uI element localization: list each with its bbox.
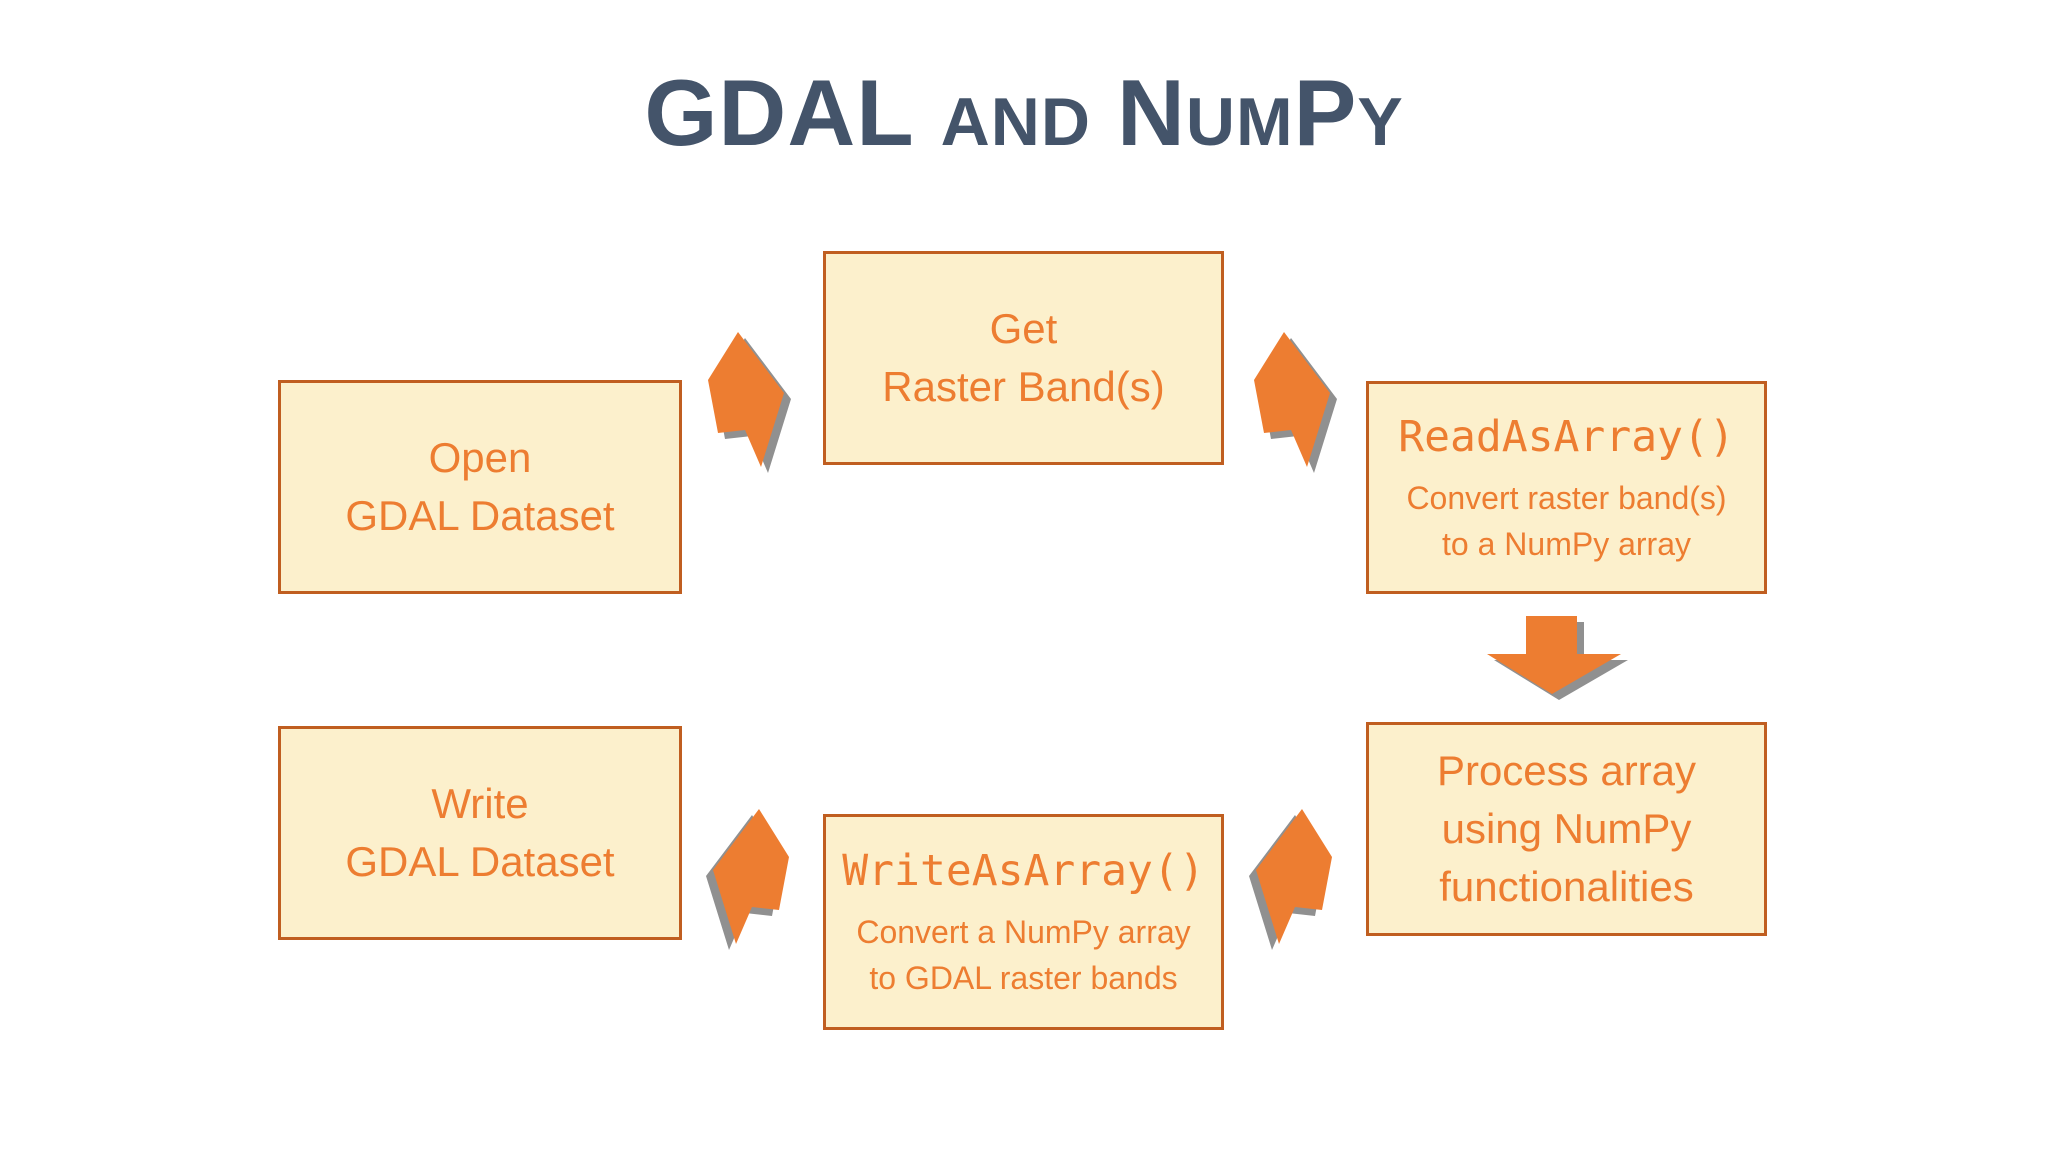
box-text-line: functionalities [1439, 863, 1694, 910]
flow-box-write-gdal-dataset: Write GDAL Dataset [278, 726, 682, 940]
arrow-left-icon [706, 809, 789, 950]
arrow-down-icon [1487, 616, 1628, 700]
title-segment: UM [1185, 84, 1294, 160]
box-text-line: to a NumPy array [1442, 525, 1691, 562]
arrow-right-icon [708, 332, 791, 473]
box-text-line: to GDAL raster bands [869, 960, 1178, 996]
arrow-right-icon [1254, 332, 1337, 473]
flow-box-get-raster-bands: Get Raster Band(s) [823, 251, 1224, 465]
title-segment: Y [1357, 84, 1404, 160]
box-text-line: using NumPy [1441, 805, 1692, 852]
box-text-line: Get [989, 305, 1058, 352]
title-segment: P [1293, 60, 1358, 165]
box-text-line: Write [431, 780, 529, 827]
box-text-line: Convert a NumPy array [856, 914, 1191, 950]
title-segment: AND [940, 84, 1091, 160]
arrow-left-icon [1249, 809, 1332, 950]
title-segment: N [1116, 60, 1186, 165]
flow-box-process-array: Process array using NumPy functionalitie… [1366, 722, 1767, 936]
box-text-line: GDAL Dataset [345, 838, 615, 885]
box-text-line: GDAL Dataset [345, 492, 615, 539]
flow-box-write-as-array: WriteAsArray() Convert a NumPy array to … [823, 814, 1224, 1030]
box-code-line: WriteAsArray() [842, 846, 1205, 896]
flow-box-read-as-array: ReadAsArray() Convert raster band(s) to … [1366, 381, 1767, 594]
title-segment: GDAL [644, 60, 915, 165]
box-text-line: Open [428, 434, 532, 481]
box-text-line: Process array [1436, 747, 1697, 794]
box-code-line: ReadAsArray() [1398, 411, 1735, 462]
box-text-line: Convert raster band(s) [1406, 479, 1727, 516]
box-text-line: Raster Band(s) [882, 363, 1165, 410]
flow-box-open-gdal-dataset: Open GDAL Dataset [278, 380, 682, 594]
